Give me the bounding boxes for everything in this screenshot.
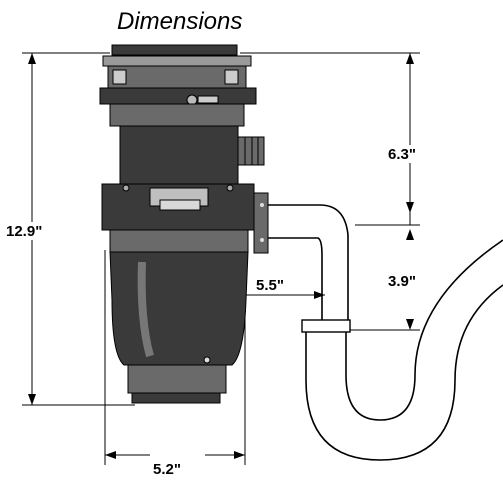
dim-overall-height: 12.9" <box>6 223 42 240</box>
dim-body-width: 5.2" <box>153 461 181 478</box>
drain-pipe <box>268 204 503 461</box>
dim-inlet-offset: 5.5" <box>256 277 284 294</box>
disposer-unit <box>99 44 269 404</box>
dim-top-to-inlet: 6.3" <box>388 146 416 163</box>
dim-inlet-to-trap: 3.9" <box>388 273 416 290</box>
diagram-title: Dimensions <box>117 8 242 35</box>
